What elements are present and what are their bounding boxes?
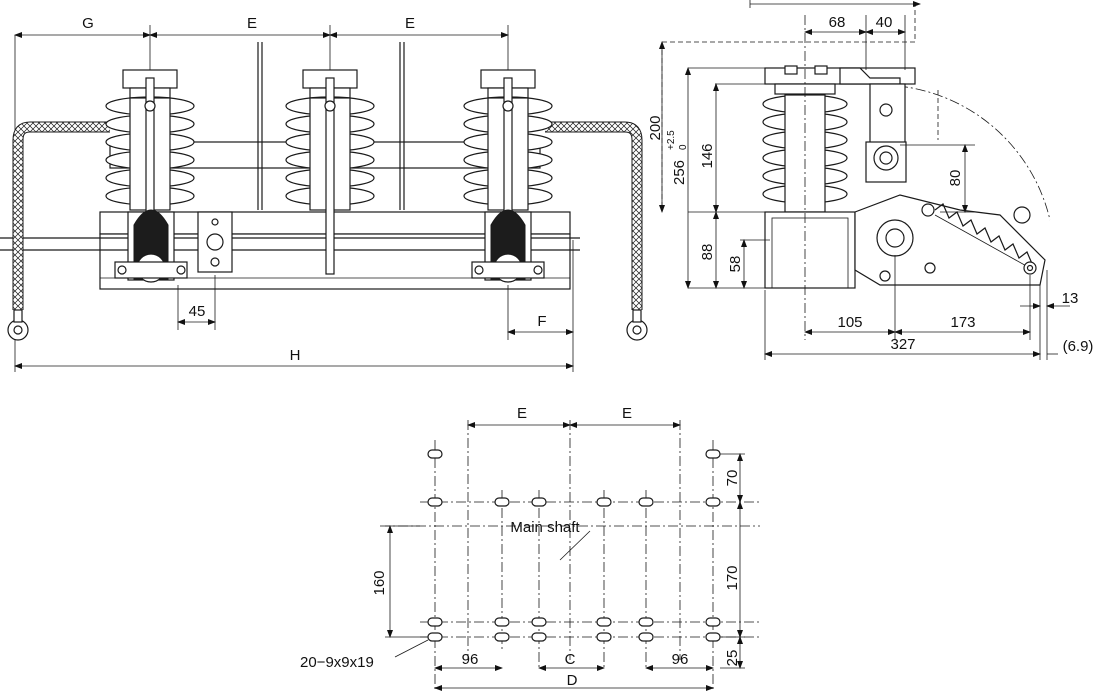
dim-e-left: E [517, 405, 527, 422]
hole-layout-view: E E 70 170 25 160 96 C 96 D Main shaf [300, 405, 760, 691]
dim-70: 70 [724, 470, 741, 487]
dim-200: 200 [647, 115, 664, 140]
side-view-dimensions: 68 40 200 256 +2.5 0 146 88 58 80 [647, 0, 1093, 360]
mechanism-plate [854, 194, 1046, 286]
dim-e-left: E [247, 15, 257, 32]
dim-80: 80 [947, 170, 964, 187]
mounting-holes [427, 449, 721, 642]
open-position-outline [662, 0, 916, 43]
dim-96-left: 96 [462, 651, 479, 668]
side-insulator [762, 83, 848, 213]
side-base-channel [764, 211, 856, 289]
right-ring-terminal [626, 309, 648, 341]
insulator-left [105, 69, 195, 227]
side-view: 68 40 200 256 +2.5 0 146 88 58 80 [647, 0, 1093, 360]
dim-327: 327 [890, 336, 915, 353]
dim-105: 105 [837, 314, 862, 331]
dim-c: C [565, 651, 576, 668]
operating-spring [934, 203, 1034, 269]
right-flexible-lead [545, 122, 642, 310]
dim-25: 25 [724, 650, 741, 667]
dim-13: 13 [1062, 290, 1079, 307]
dim-40: 40 [876, 14, 893, 31]
left-flexible-lead [13, 122, 110, 310]
hole-spec-label: 20−9x9x19 [300, 654, 374, 671]
hole-layout-dimensions: E E 70 170 25 160 96 C 96 D Main shaf [300, 405, 745, 691]
dim-e-right: E [622, 405, 632, 422]
left-ring-terminal [7, 309, 29, 341]
dim-146: 146 [699, 143, 716, 168]
insulator-middle [285, 69, 375, 275]
dim-d: D [567, 672, 578, 689]
right-bearing [471, 209, 545, 283]
terminal-block [197, 211, 233, 273]
dim-256-tol-lower: 0 [678, 144, 689, 150]
dim-6-9: (6.9) [1063, 338, 1094, 355]
dim-45: 45 [189, 303, 206, 320]
dim-58: 58 [727, 256, 744, 273]
front-view-dimensions: G E E 45 F H [14, 15, 574, 372]
dim-160: 160 [371, 570, 388, 595]
dim-173: 173 [950, 314, 975, 331]
dim-f: F [537, 313, 546, 330]
dim-g: G [82, 15, 94, 32]
dim-170: 170 [724, 565, 741, 590]
dim-h: H [290, 347, 301, 364]
dim-256: 256 [671, 160, 688, 185]
dim-88: 88 [699, 244, 716, 261]
insulator-right [463, 69, 553, 227]
swing-arc [879, 84, 1051, 221]
dim-96-right: 96 [672, 651, 689, 668]
dim-68: 68 [829, 14, 846, 31]
left-flexible-lead-outline [12, 121, 110, 310]
front-view: G E E 45 F H [0, 15, 648, 372]
dim-256-tol-upper: +2.5 [666, 130, 677, 150]
main-shaft-label: Main shaft [510, 519, 580, 536]
dim-e-right: E [405, 15, 415, 32]
left-bearing [114, 209, 188, 283]
